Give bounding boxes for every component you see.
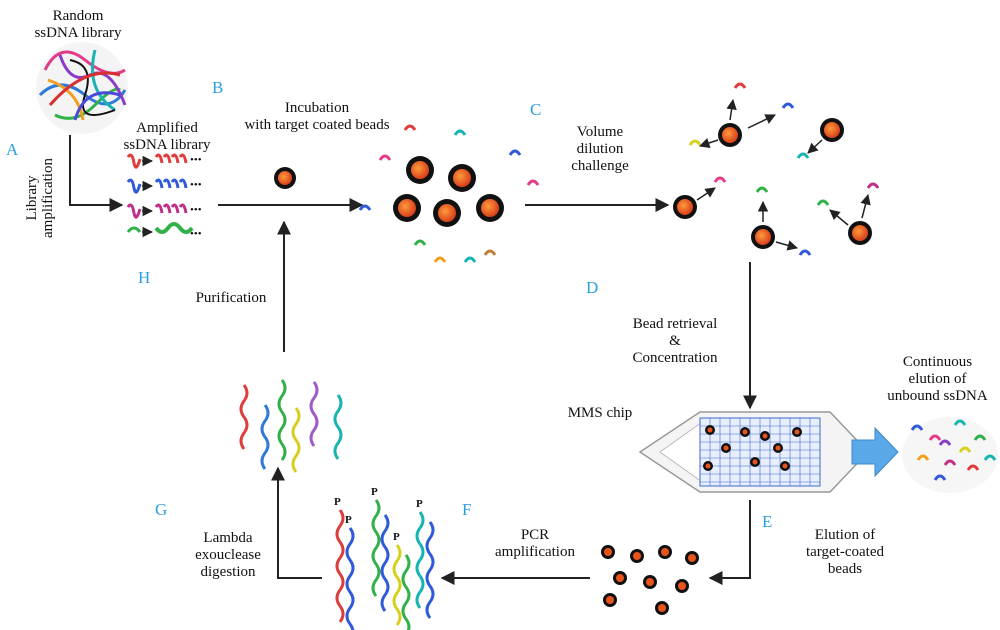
eluted-beads: [601, 545, 699, 615]
elution-flow-arrow: [851, 426, 899, 478]
phosphate-label-1: P: [334, 496, 341, 508]
ellipsis-1: •••: [190, 154, 202, 166]
elution-arrow: [708, 500, 751, 585]
lambda-digestion-arrow: [271, 466, 322, 579]
ellipsis-2: •••: [190, 179, 202, 191]
target-bead: [274, 167, 296, 189]
dilution-beads: [526, 82, 880, 256]
mms-chip: [638, 411, 870, 493]
step-letter-f: F: [462, 500, 472, 519]
phosphate-label-5: P: [416, 498, 423, 510]
incubation-bead-cluster: [358, 124, 522, 263]
amplified-library-rows: [126, 153, 194, 238]
phosphate-label-4: P: [393, 531, 400, 543]
phosphate-label-3: P: [371, 486, 378, 498]
step-letter-g: G: [155, 500, 168, 519]
purification-label: Purification: [195, 290, 267, 306]
ellipsis-3: •••: [190, 204, 202, 216]
random-ssdna-library-blob: [36, 42, 128, 134]
unbound-ssdna-cluster: [902, 417, 998, 493]
step-letter-b: B: [212, 78, 224, 97]
step-letter-h: H: [138, 268, 151, 287]
pcr-dsdna-strands: [335, 499, 435, 630]
step-letter-a: A: [6, 140, 19, 159]
bead-retrieval-label: Bead retrieval&Concentration: [632, 316, 718, 366]
step-letter-c: C: [530, 100, 542, 119]
phosphate-label-2: P: [345, 514, 352, 526]
ssdna-strands: [239, 379, 343, 473]
step-letter-d: D: [586, 278, 599, 297]
mms-chip-label: MMS chip: [567, 405, 633, 421]
step-letter-e: E: [762, 512, 773, 531]
library-amplification-arrow: [69, 135, 124, 212]
ellipsis-4: •••: [190, 228, 202, 240]
